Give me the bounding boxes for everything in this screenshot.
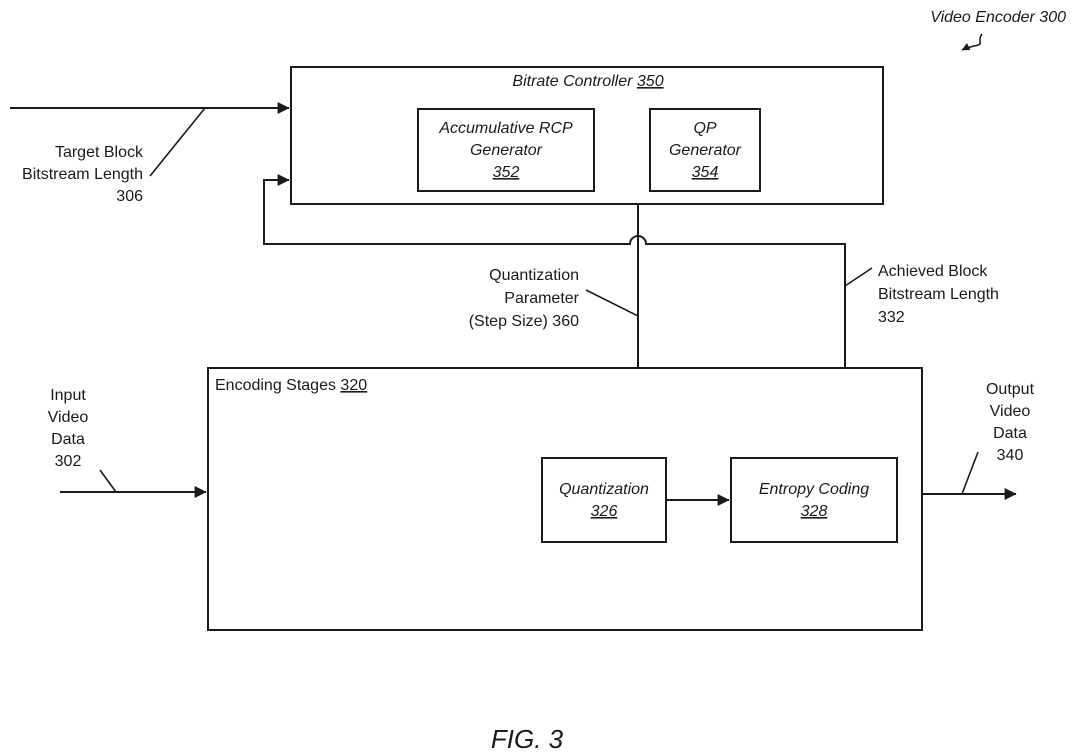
rcp-generator-line1: Accumulative RCP [438,120,573,137]
encoding-stages-label: Encoding Stages 320 [215,377,367,394]
bitrate-controller-label: Bitrate Controller 350 [512,73,663,90]
target-length-ref: 306 [116,188,143,205]
achieved-length-line2: Bitstream Length [878,286,999,303]
video-encoder-label: Video Encoder 300 [930,9,1066,26]
achieved-length-ref: 332 [878,309,905,326]
achieved-length-leader [844,267,873,287]
quantization-box [541,457,667,543]
qp-generator-box [649,108,761,192]
input-video-line3: Data [51,431,85,448]
rcp-generator-ref: 352 [493,164,520,181]
feedback-path [263,174,846,368]
entropy-coding-box [730,457,898,543]
output-video-line1: Output [986,381,1035,398]
qp-generator-line1: QP [693,120,716,137]
quantization-label: Quantization [559,481,649,498]
output-video-line3: Data [993,425,1027,442]
achieved-length-line1: Achieved Block [878,263,988,280]
quant-param-line2: Parameter [504,290,579,307]
qp-generator-line2: Generator [669,142,742,159]
target-length-line1: Target Block [55,144,144,161]
output-video-line2: Video [990,403,1031,420]
quant-param-line3: (Step Size) 360 [469,313,579,330]
target-length-leader [149,107,206,177]
qp-generator-ref: 354 [692,164,719,181]
entropy-coding-label: Entropy Coding [759,481,869,498]
input-video-line1: Input [50,387,86,404]
input-video-line2: Video [48,409,89,426]
rcp-generator-box [417,108,595,192]
quantization-ref: 326 [591,503,618,520]
output-video-ref: 340 [997,447,1024,464]
input-video-leader [99,469,117,493]
input-video-ref: 302 [55,453,82,470]
encoder-reference-arrow [961,33,983,51]
quant-param-line1: Quantization [489,267,579,284]
output-video-leader [961,451,979,495]
entropy-coding-ref: 328 [801,503,828,520]
quant-param-leader [585,289,639,317]
rcp-generator-line2: Generator [470,142,543,159]
figure-caption: FIG. 3 [491,724,564,754]
target-length-line2: Bitstream Length [22,166,143,183]
